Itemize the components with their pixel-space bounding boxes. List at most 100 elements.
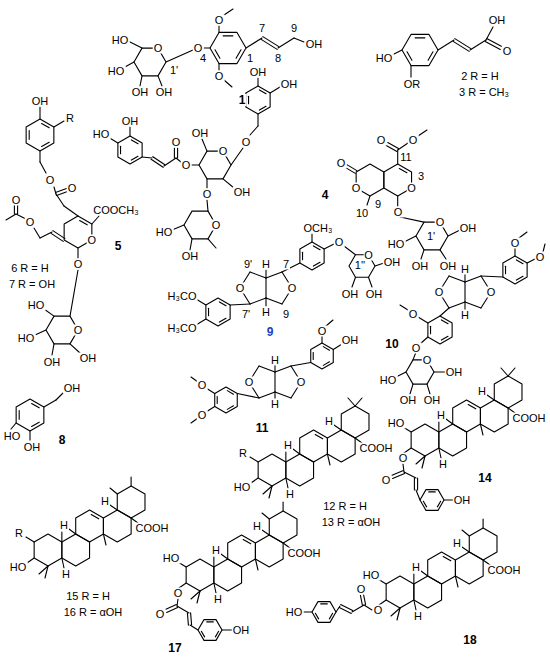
bond-line — [151, 159, 163, 167]
atom-label: O — [408, 135, 419, 146]
bond-line — [213, 557, 214, 567]
bond-line — [45, 566, 48, 578]
substituent-caption: 12 R = H — [322, 501, 368, 512]
atom-label: H — [213, 594, 223, 605]
bond-line — [250, 298, 266, 304]
atom-label: H — [61, 569, 71, 580]
bond-line — [223, 35, 233, 36]
atom-label: O — [434, 287, 445, 298]
bond-line — [266, 272, 282, 278]
atom-label: O — [155, 609, 166, 620]
bond-line — [34, 228, 40, 238]
atom-label: O — [211, 220, 222, 231]
bond-line — [103, 534, 106, 545]
bond-line — [167, 607, 178, 612]
atom-label: H — [324, 416, 334, 427]
bond-line — [275, 366, 291, 372]
bond-line — [278, 38, 294, 48]
atom-label: O — [510, 238, 521, 249]
bond-line — [465, 276, 481, 282]
substituent-caption: 13 R = αOH — [321, 517, 382, 528]
bond-line — [32, 422, 40, 426]
atom-label: H₃CO — [167, 323, 198, 334]
bond-line — [190, 239, 192, 250]
bond-line — [259, 366, 275, 372]
bond-line — [110, 488, 117, 494]
bond-line — [131, 140, 138, 144]
bond-line — [397, 196, 398, 206]
atom-label: OH — [453, 495, 472, 506]
bond-line — [421, 250, 424, 259]
atom-label: H — [436, 410, 446, 421]
atom-label: OH — [411, 261, 430, 272]
bond-line — [286, 478, 288, 488]
atom-label: H — [100, 496, 110, 507]
bond-line — [231, 148, 243, 165]
atom-label: H — [411, 562, 421, 573]
ring-bond — [214, 559, 242, 591]
bond-line — [52, 344, 54, 355]
bond-line — [172, 225, 184, 230]
atom-label: H — [438, 459, 448, 470]
atom-label: O — [502, 46, 513, 57]
atom-label: 7 — [282, 259, 290, 270]
atom-label: 9 — [374, 199, 382, 210]
atom-label: O — [197, 410, 208, 421]
bond-line — [153, 157, 165, 165]
atom-label: 4 — [199, 53, 207, 64]
bond-line — [410, 384, 413, 394]
substituent-caption: 15 R = H — [65, 591, 111, 602]
bond-line — [441, 320, 448, 324]
bond-line — [206, 179, 207, 188]
atom-label: O — [351, 183, 362, 194]
compound-number: 11 — [255, 422, 270, 434]
bond-line — [468, 404, 476, 408]
atom-label: COOH — [512, 413, 547, 424]
bond-line — [187, 613, 188, 625]
atom-label: H — [413, 611, 423, 622]
bond-line — [265, 278, 266, 298]
atom-label: O — [398, 453, 409, 464]
atom-label: O — [411, 343, 422, 354]
atom-label: OH — [121, 116, 140, 127]
bond-line — [29, 431, 30, 440]
ring-bond — [420, 490, 444, 511]
bond-line — [227, 391, 233, 395]
bond-line — [341, 605, 353, 611]
bond-line — [505, 266, 506, 274]
bond-line — [215, 50, 220, 59]
substituent-caption: 3 R = CH₃ — [458, 87, 510, 98]
bond-line — [230, 304, 250, 305]
atom-label: H — [261, 259, 271, 270]
bond-line — [177, 148, 178, 158]
atom-label: O — [334, 237, 345, 248]
atom-label: O — [336, 158, 347, 169]
bond-line — [53, 231, 65, 239]
atom-label: 9 — [290, 23, 298, 34]
bond-line — [248, 96, 249, 104]
bond-line — [207, 621, 214, 622]
atom-label: O — [67, 183, 78, 194]
ring-bond — [402, 34, 438, 65]
bond-line — [329, 613, 332, 619]
ring-bond — [312, 602, 336, 623]
atom-label: O — [235, 283, 246, 294]
bond-line — [486, 27, 493, 40]
atom-label: HO — [17, 333, 36, 344]
bond-line — [443, 556, 451, 560]
atom-label: COOH — [359, 443, 394, 454]
atom-label: O — [153, 43, 164, 54]
bond-line — [324, 244, 334, 249]
bond-line — [315, 434, 323, 438]
bond-line — [246, 38, 262, 48]
ring-bond — [411, 424, 439, 456]
atom-label: OH — [399, 395, 418, 406]
atom-label: O — [363, 249, 374, 260]
atom-label: HO — [155, 227, 174, 238]
bond-line — [110, 505, 117, 510]
atom-label: HO — [107, 66, 126, 77]
bond-line — [80, 220, 88, 224]
atom-label: O — [356, 584, 367, 595]
bond-line — [516, 260, 523, 264]
bond-line — [516, 276, 523, 280]
